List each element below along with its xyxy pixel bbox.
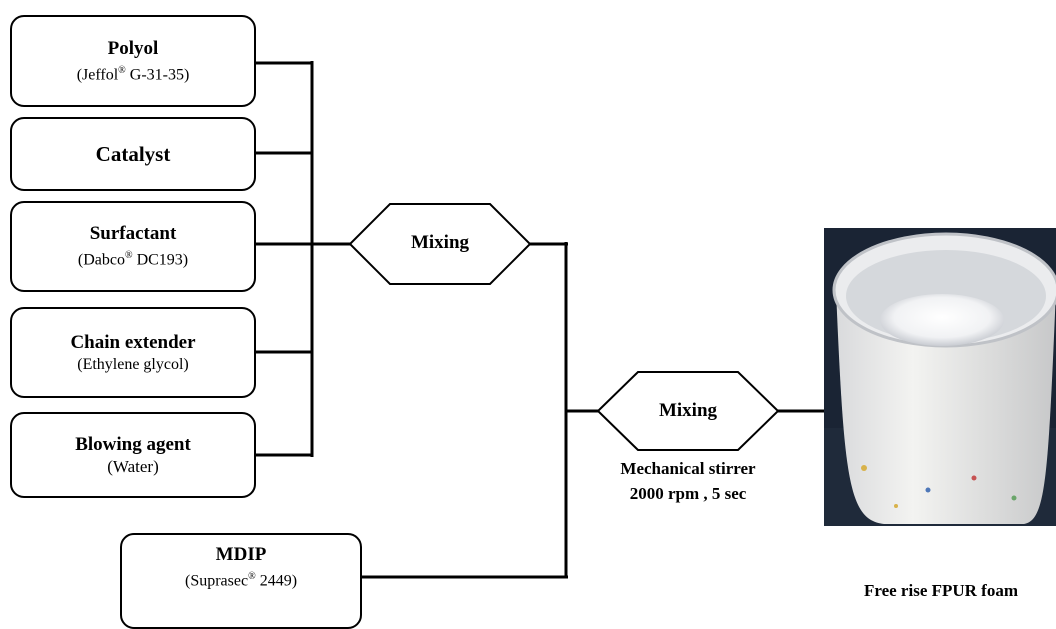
input-box-surfactant: Surfactant (Dabco® DC193) [10,201,256,292]
foam-caption: Free rise FPUR foam [863,581,1019,600]
foam-cup-image [824,228,1056,526]
surfactant-label: Surfactant [89,223,177,245]
registered-mark: ® [124,250,133,262]
mixing-hexagon-1 [348,203,532,285]
chain-extender-label: Chain extender [70,331,196,353]
blowing-agent-detail: (Water) [107,457,159,476]
mdip-detail: (Suprasec® 2449) [184,571,298,590]
surfactant-detail: (Dabco® DC193) [77,250,189,269]
stirrer-caption-line1: Mechanical stirrer [620,459,756,478]
stirrer-caption-line2: 2000 rpm , 5 sec [629,484,747,503]
mdip-label: MDIP [215,544,267,565]
polyol-detail: (Jeffol® G-31-35) [76,64,190,84]
registered-mark: ® [248,571,256,582]
input-box-chain-extender: Chain extender (Ethylene glycol) [10,307,256,398]
chain-extender-detail: (Ethylene glycol) [77,355,189,373]
registered-mark: ® [118,64,126,76]
foam-photo [824,228,1056,526]
input-box-catalyst: Catalyst [10,117,256,191]
catalyst-label: Catalyst [95,142,171,166]
polyol-label: Polyol [107,37,159,59]
input-box-blowing-agent: Blowing agent (Water) [10,412,256,498]
input-box-polyol: Polyol (Jeffol® G-31-35) [10,15,256,107]
input-box-mdip: MDIP (Suprasec® 2449) [120,533,362,629]
stirrer-caption: Mechanical stirrer 2000 rpm , 5 sec [578,456,798,506]
mixing-label-1: Mixing [410,232,470,253]
mixing-label-2: Mixing [658,400,718,421]
connector-lines [256,61,826,579]
blowing-agent-label: Blowing agent [75,434,191,455]
mixing-hexagon-2 [596,371,780,451]
